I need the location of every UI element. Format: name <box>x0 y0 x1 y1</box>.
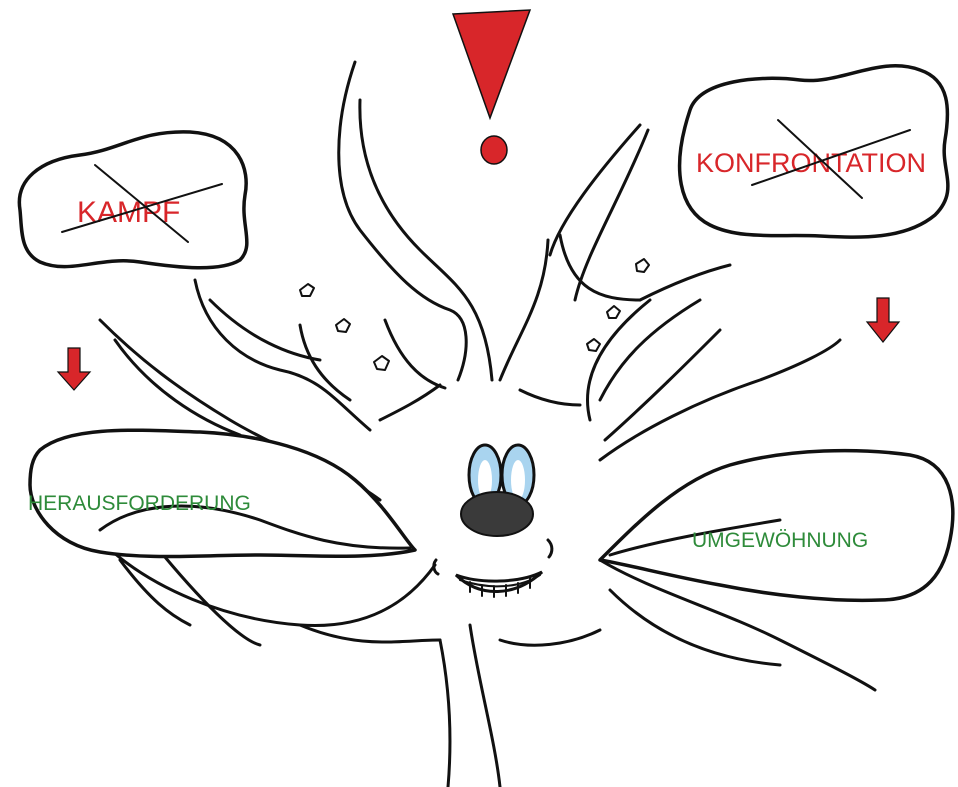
arrow-down-icon <box>58 348 90 390</box>
arrow-down-icon <box>867 298 899 342</box>
exclamation-mark-icon <box>453 10 530 164</box>
konfrontation-label: KONFRONTATION <box>696 148 926 178</box>
umgewoehnung-label: UMGEWÖHNUNG <box>692 529 868 552</box>
herausforderung-label: HERAUSFORDERUNG <box>28 492 251 515</box>
umgewoehnung-cloud <box>600 451 953 601</box>
nose <box>461 492 533 536</box>
smiling-face <box>434 445 552 597</box>
